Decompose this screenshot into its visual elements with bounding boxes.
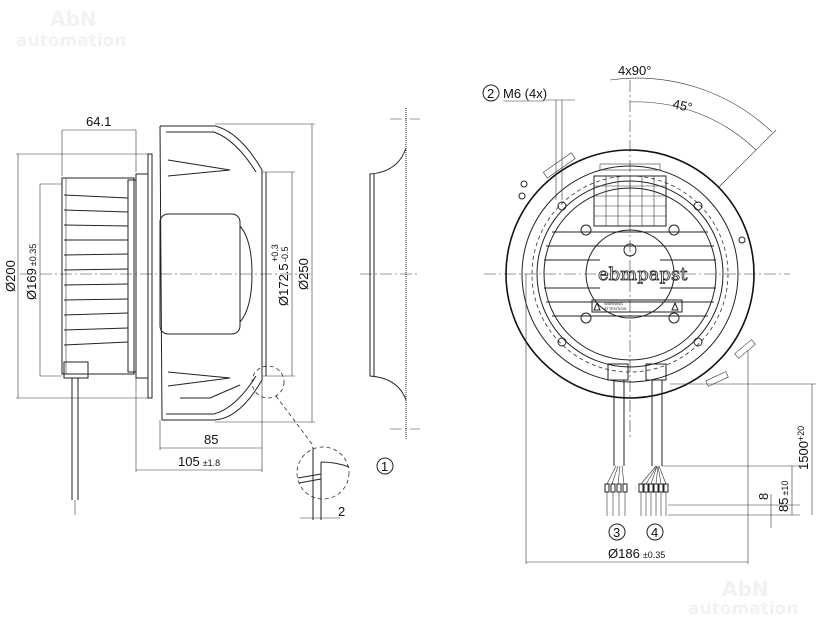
dim-ferrule: 8 bbox=[756, 493, 771, 500]
dim-depth-motor: 64.1 bbox=[86, 114, 111, 129]
front-view: ebmpapst WARNING ATTENTION bbox=[482, 63, 816, 564]
dim-depth-85: 85 bbox=[204, 432, 218, 447]
callout-4: 4 bbox=[651, 525, 658, 540]
warning-icon bbox=[593, 301, 601, 311]
dim-outer-dia: Ø200 bbox=[3, 260, 18, 292]
thread-label: M6 (4x) bbox=[503, 86, 547, 101]
callout-1-circle bbox=[376, 457, 394, 475]
watermark-line1: AbN bbox=[50, 7, 97, 31]
ring-label bbox=[599, 163, 661, 171]
heat-sink-fins bbox=[544, 231, 716, 317]
central-cover bbox=[585, 229, 675, 319]
dim-bolt-circle: Ø169±0.35 bbox=[24, 244, 39, 300]
dim-inlet-tol-lower: -0.5 bbox=[280, 246, 290, 262]
detail-view: 2 bbox=[296, 446, 350, 520]
callout-2: 2 bbox=[487, 86, 494, 101]
watermark-line2: automation bbox=[16, 31, 126, 51]
dim-gap: 2 bbox=[338, 504, 345, 519]
cable-gland bbox=[63, 361, 89, 379]
dim-cable-length: 1500+20 bbox=[796, 426, 811, 470]
dim-total-depth: 105±1.8 bbox=[178, 454, 220, 469]
ring-label bbox=[705, 371, 729, 387]
inlet-ring-profile bbox=[369, 147, 407, 401]
watermark-line1: AbN bbox=[722, 577, 769, 601]
cable-4 bbox=[638, 380, 669, 516]
angle-arc-45 bbox=[629, 101, 757, 151]
motor-hub bbox=[159, 213, 241, 335]
detail-circle bbox=[296, 446, 350, 500]
watermark-bottom-right: AbN automation bbox=[688, 577, 798, 619]
watermark-top-left: AbN automation bbox=[16, 7, 126, 51]
warning-text-2: ATTENTION bbox=[604, 306, 626, 311]
cable-gland-3 bbox=[607, 363, 629, 381]
dim-impeller-dia: Ø250 bbox=[296, 258, 311, 290]
callout-1: 1 bbox=[381, 459, 388, 474]
ring-label bbox=[734, 339, 756, 359]
mounting-plate bbox=[147, 153, 153, 399]
detail-marker-circle bbox=[251, 365, 285, 399]
brand-logo: ebmpapst bbox=[598, 264, 688, 285]
mounting-holes bbox=[518, 180, 746, 347]
angle-arc-4x90 bbox=[609, 77, 773, 133]
cable-3 bbox=[604, 380, 628, 516]
dim-inlet-dia: Ø172.5 bbox=[276, 263, 291, 306]
dim-inlet-tol-upper: +0.3 bbox=[270, 244, 280, 262]
warning-label bbox=[591, 299, 683, 313]
callout-3-circle bbox=[608, 523, 626, 541]
inlet-ring-view bbox=[360, 108, 420, 440]
angle-pattern: 4x90° bbox=[618, 63, 651, 78]
watermark-line2: automation bbox=[688, 599, 798, 619]
motor-housing bbox=[61, 177, 135, 375]
ground-symbol bbox=[623, 243, 637, 257]
angle-offset: 45° bbox=[671, 96, 693, 115]
callout-3: 3 bbox=[613, 525, 620, 540]
dim-strip-length: 85±10 bbox=[776, 481, 791, 512]
dim-flange-dia: Ø186±0.35 bbox=[608, 546, 665, 561]
side-view: 64.1 Ø200 Ø169±0.35 Ø172.5 +0.3 -0.5 Ø25… bbox=[3, 114, 394, 520]
cooling-fins bbox=[63, 194, 129, 346]
impeller bbox=[159, 125, 267, 421]
callout-2-circle bbox=[482, 84, 500, 102]
warning-text-1: WARNING bbox=[604, 301, 623, 306]
impeller-outer-ring bbox=[505, 149, 755, 399]
callout-4-circle bbox=[646, 523, 664, 541]
ring-label bbox=[542, 152, 576, 179]
cable-gland-4 bbox=[645, 363, 667, 381]
warning-icon bbox=[671, 301, 679, 311]
